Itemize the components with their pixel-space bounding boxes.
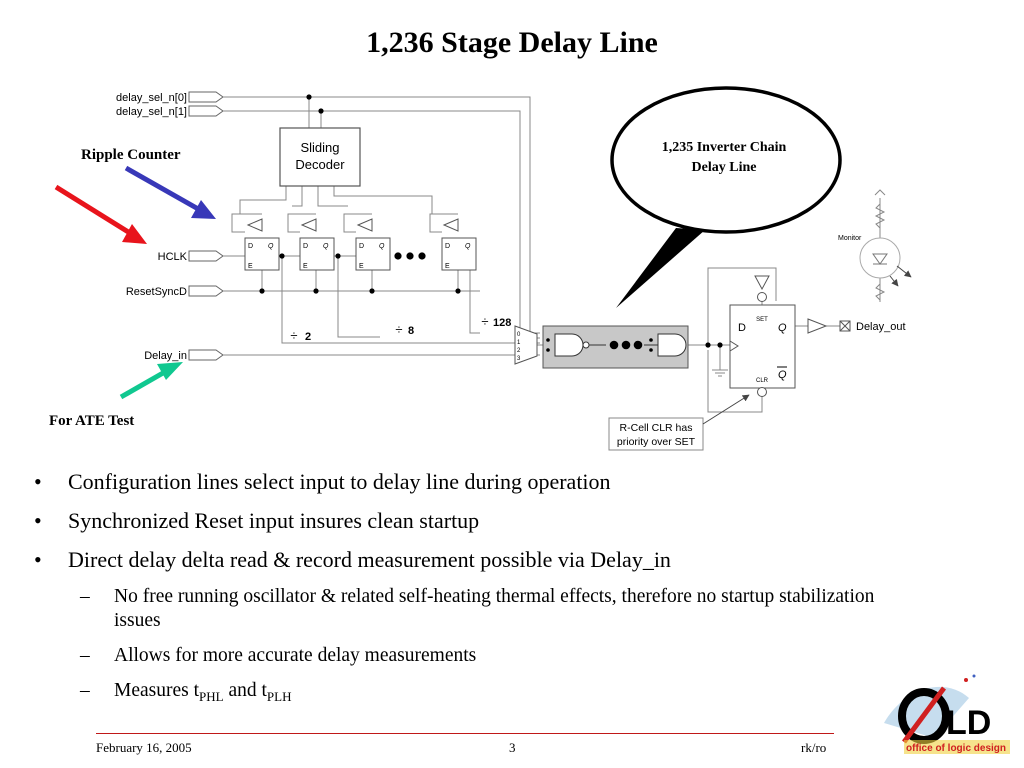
inverter-chain-delay-line: [542, 325, 689, 369]
sub-bullet-text: Allows for more accurate delay measureme…: [114, 645, 477, 666]
dash-marker: –: [80, 586, 90, 607]
blue-arrow: [124, 165, 216, 219]
svg-text:3: 3: [517, 356, 521, 362]
output-buffer: Delay_out: [807, 318, 906, 334]
footer-divider: [96, 733, 834, 734]
input-mux: 0 1 2 3: [514, 325, 538, 365]
svg-text:Q: Q: [778, 369, 787, 381]
ripple-counter-flipflops: D Q E D Q E D Q E D Q E: [231, 213, 477, 271]
svg-text:CLR: CLR: [756, 378, 769, 384]
svg-text:Q: Q: [323, 243, 329, 250]
svg-text:D: D: [359, 243, 364, 250]
bullet-item: • Direct delay delta read & record measu…: [34, 546, 894, 573]
footer-page-number: 3: [509, 740, 516, 755]
red-arrow: [54, 184, 147, 244]
svg-text:Q: Q: [778, 322, 787, 334]
junction-dots: [259, 94, 723, 348]
sub-bullet-item: – Measures tPHL and tPLH: [34, 679, 894, 709]
svg-text:Delay Line: Delay Line: [692, 160, 757, 175]
svg-text:ResetSyncD: ResetSyncD: [126, 286, 187, 298]
svg-text:Monitor: Monitor: [838, 235, 862, 242]
bullet-list: • Configuration lines select input to de…: [34, 468, 894, 720]
dash-marker: –: [80, 680, 90, 701]
sub-bullet-text: No free running oscillator & related sel…: [114, 586, 875, 631]
ripple-counter-label: Ripple Counter: [81, 147, 181, 163]
svg-text:Delay_in: Delay_in: [144, 350, 187, 362]
monitor-circuit: Monitor: [838, 189, 912, 301]
svg-text:R-Cell CLR has: R-Cell CLR has: [620, 422, 693, 434]
svg-text:HCLK: HCLK: [158, 251, 188, 263]
bullet-item: • Configuration lines select input to de…: [34, 468, 894, 495]
chain-callout-bubble: 1,235 Inverter Chain Delay Line: [610, 86, 842, 308]
old-logo: LD office of logic design: [884, 674, 1010, 754]
clr-priority-note: R-Cell CLR has priority over SET: [608, 394, 750, 451]
svg-text:2: 2: [305, 331, 311, 343]
bullet-item: • Synchronized Reset input insures clean…: [34, 507, 894, 534]
svg-text:Decoder: Decoder: [295, 157, 345, 172]
counter-ff-n: D Q E: [429, 213, 477, 271]
svg-text:Delay_out: Delay_out: [856, 321, 906, 333]
sub-bullet-text: Measures tPHL and tPLH: [114, 680, 292, 704]
counter-ff-1: D Q E: [231, 213, 280, 271]
input-pin-hclk: HCLK: [158, 250, 224, 263]
teal-arrow: [119, 362, 183, 400]
svg-text:8: 8: [408, 325, 414, 337]
svg-text:÷: ÷: [481, 314, 488, 329]
svg-text:÷: ÷: [395, 322, 402, 337]
bullet-text: Configuration lines select input to dela…: [68, 469, 611, 494]
svg-text:D: D: [303, 243, 308, 250]
bullet-marker: •: [34, 469, 42, 494]
sliding-decoder: Sliding Decoder: [279, 127, 361, 187]
svg-text:128: 128: [493, 317, 511, 329]
bullet-text: Direct delay delta read & record measure…: [68, 547, 671, 572]
input-pin-sel1: delay_sel_n[1]: [116, 105, 224, 118]
svg-text:delay_sel_n[1]: delay_sel_n[1]: [116, 106, 187, 118]
footer-author: rk/ro: [801, 740, 827, 755]
input-pin-sel0: delay_sel_n[0]: [116, 91, 224, 104]
sub-bullet-item: – No free running oscillator & related s…: [34, 585, 894, 633]
svg-text:LD: LD: [946, 704, 991, 742]
counter-ff-3: D Q E: [343, 213, 391, 271]
svg-text:D: D: [738, 322, 746, 334]
svg-text:2: 2: [517, 348, 521, 354]
svg-text:delay_sel_n[0]: delay_sel_n[0]: [116, 92, 187, 104]
svg-text:1,235 Inverter Chain: 1,235 Inverter Chain: [662, 140, 787, 155]
svg-text:Q: Q: [268, 243, 274, 250]
svg-text:priority over SET: priority over SET: [617, 436, 696, 448]
svg-text:0: 0: [517, 332, 521, 338]
bullet-text: Synchronized Reset input insures clean s…: [68, 508, 480, 533]
input-pin-reset: ResetSyncD: [126, 285, 224, 298]
divider-label-8: ÷ 8: [395, 322, 414, 337]
output-rcell-flipflop: D Q Q SET CLR: [712, 275, 796, 397]
svg-text:1: 1: [517, 340, 521, 346]
svg-text:E: E: [445, 263, 450, 270]
counter-ellipsis: [394, 252, 426, 260]
slide-title: 1,236 Stage Delay Line: [366, 26, 658, 59]
svg-text:office of logic design: office of logic design: [906, 743, 1006, 754]
svg-text:SET: SET: [756, 317, 768, 323]
bullet-marker: •: [34, 508, 42, 533]
svg-text:E: E: [359, 263, 364, 270]
svg-text:Q: Q: [379, 243, 385, 250]
dash-marker: –: [80, 645, 90, 666]
bullet-marker: •: [34, 547, 42, 572]
divider-label-128: ÷ 128: [481, 314, 511, 329]
footer-date: February 16, 2005: [96, 740, 192, 755]
svg-text:Q: Q: [465, 243, 471, 250]
svg-text:Sliding: Sliding: [300, 140, 339, 155]
svg-text:E: E: [248, 263, 253, 270]
svg-text:D: D: [445, 243, 450, 250]
svg-text:E: E: [303, 263, 308, 270]
svg-text:÷: ÷: [290, 328, 297, 343]
counter-ff-2: D Q E: [287, 213, 335, 271]
divider-label-2: ÷ 2: [290, 328, 311, 343]
sub-bullet-item: – Allows for more accurate delay measure…: [34, 644, 894, 668]
input-pin-delay-in: Delay_in: [144, 349, 224, 362]
ate-test-label: For ATE Test: [49, 413, 134, 429]
svg-text:D: D: [248, 243, 253, 250]
